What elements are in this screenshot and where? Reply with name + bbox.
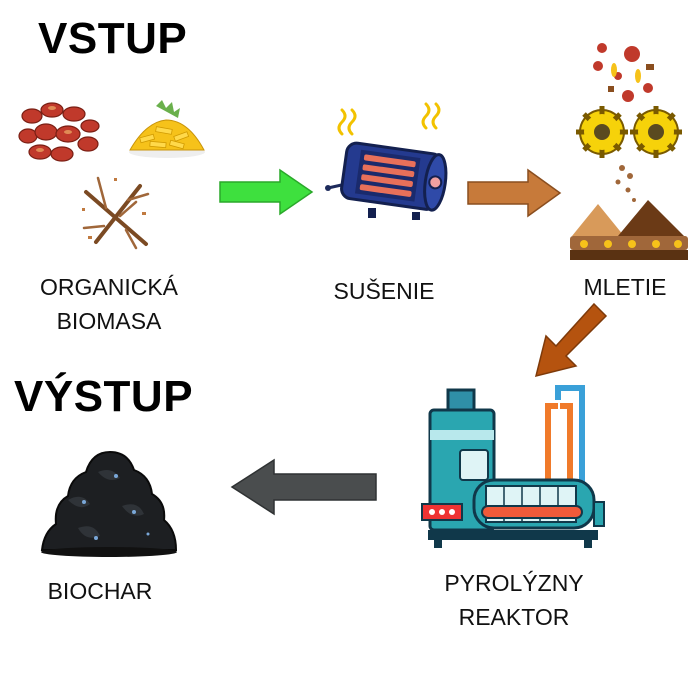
biochar-label: BIOCHAR [47,578,153,604]
yellow-chips-icon [129,100,205,158]
output-heading: VÝSTUP [14,372,194,421]
red-pellets-icon [18,102,100,162]
reactor-label-line1: PYROLÝZNY [444,570,584,596]
arrow-drying-to-milling [467,168,562,218]
arrow-milling-to-reactor [534,302,608,378]
biomass-label: ORGANICKÁ BIOMASA [18,270,200,338]
twigs-icon [82,176,150,250]
grinder-gears-icon [570,43,688,260]
input-heading: VSTUP [38,14,188,63]
reactor-label: PYROLÝZNY REAKTOR [424,566,604,634]
heated-dryer-drum-icon [325,102,448,220]
reactor-label-line2: REAKTOR [458,604,570,630]
pyrolysis-reactor-icon [421,385,605,548]
biomass-label-line1: ORGANICKÁ [39,274,179,300]
drying-label: SUŠENIE [333,278,435,304]
arrow-biomass-to-drying [219,168,314,216]
milling-label: MLETIE [583,274,667,300]
arrow-reactor-to-biochar [230,458,377,516]
biomass-label-line2: BIOMASA [56,308,162,334]
biochar-pile-icon [40,450,178,557]
